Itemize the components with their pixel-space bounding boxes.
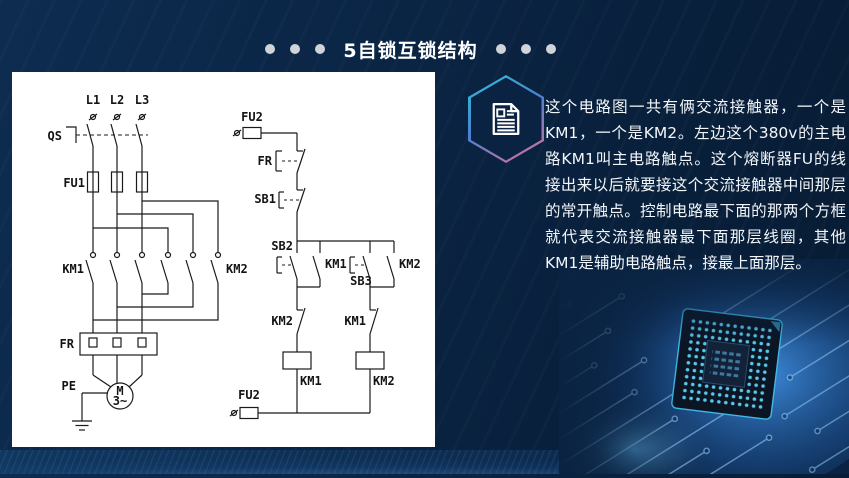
decorative-dot bbox=[521, 44, 531, 54]
title-dots-left bbox=[265, 44, 325, 54]
label-qs: QS bbox=[48, 129, 62, 143]
km1-aux-contact bbox=[313, 256, 320, 279]
chip-illustration bbox=[559, 259, 849, 474]
note-icon-hexagon bbox=[468, 75, 544, 163]
label-fu2-bottom: FU2 bbox=[238, 388, 260, 402]
wiring-upper bbox=[93, 146, 218, 252]
label-km1-interlock: KM1 bbox=[344, 314, 366, 328]
sb2-start-button bbox=[277, 256, 297, 279]
label-km1-coil: KM1 bbox=[300, 374, 322, 388]
main-circuit bbox=[66, 114, 221, 430]
page-title: 5自锁互锁结构 bbox=[343, 36, 477, 63]
fu2-fuse-top bbox=[233, 128, 297, 152]
label-km2-coil: KM2 bbox=[373, 374, 395, 388]
label-km1-main: KM1 bbox=[62, 262, 84, 276]
label-km2-main: KM2 bbox=[226, 262, 248, 276]
fr-thermal-relay bbox=[80, 333, 157, 355]
label-km2-interlock: KM2 bbox=[271, 314, 293, 328]
decorative-dot bbox=[265, 44, 275, 54]
label-l1: L1 bbox=[86, 93, 100, 107]
km2-main-contacts bbox=[161, 253, 221, 284]
circuit-diagram: L1 L2 L3 QS FU1 KM1 KM2 FR PE M 3~ FU2 F… bbox=[12, 72, 435, 447]
label-pe: PE bbox=[62, 379, 76, 393]
decorative-dot bbox=[315, 44, 325, 54]
circuit-diagram-panel: L1 L2 L3 QS FU1 KM1 KM2 FR PE M 3~ FU2 F… bbox=[12, 72, 435, 447]
earth-ground bbox=[72, 393, 108, 430]
document-icon bbox=[485, 98, 527, 140]
sb1-stop-button bbox=[279, 188, 305, 241]
phase-terminals bbox=[89, 114, 146, 120]
km2-aux-contact bbox=[387, 256, 394, 279]
label-km2-aux: KM2 bbox=[399, 257, 421, 271]
fu2-fuse-bottom bbox=[230, 408, 370, 419]
label-motor-phase: 3~ bbox=[113, 394, 127, 408]
km1-main-contacts bbox=[86, 253, 145, 284]
label-fu2-top: FU2 bbox=[241, 110, 263, 124]
decorative-dot bbox=[496, 44, 506, 54]
label-sb3: SB3 bbox=[350, 274, 372, 288]
qs-switch bbox=[66, 124, 148, 146]
title-dots-right bbox=[496, 44, 556, 54]
label-l3: L3 bbox=[135, 93, 149, 107]
wiring-lower bbox=[93, 283, 218, 333]
label-km1-aux: KM1 bbox=[325, 257, 347, 271]
label-sb1: SB1 bbox=[254, 192, 276, 206]
note-text: 这个电路图一共有俩交流接触器，一个是KM1，一个是KM2。左边这个380v的主电… bbox=[545, 94, 846, 276]
km2-interlock-contact bbox=[297, 305, 305, 352]
decorative-dot bbox=[290, 44, 300, 54]
decorative-dot bbox=[546, 44, 556, 54]
branch-rails bbox=[297, 241, 394, 305]
label-fr-box: FR bbox=[60, 337, 75, 351]
motor-wiring bbox=[93, 355, 142, 387]
fr-nc-contact bbox=[276, 149, 305, 190]
label-l2: L2 bbox=[110, 93, 124, 107]
title-bar: 5自锁互锁结构 bbox=[0, 34, 835, 64]
label-fu1: FU1 bbox=[63, 176, 85, 190]
note-icon-hexagon-inner bbox=[471, 78, 542, 161]
label-fr-nc: FR bbox=[258, 154, 273, 168]
km1-interlock-contact bbox=[370, 305, 378, 352]
label-sb2: SB2 bbox=[271, 239, 293, 253]
